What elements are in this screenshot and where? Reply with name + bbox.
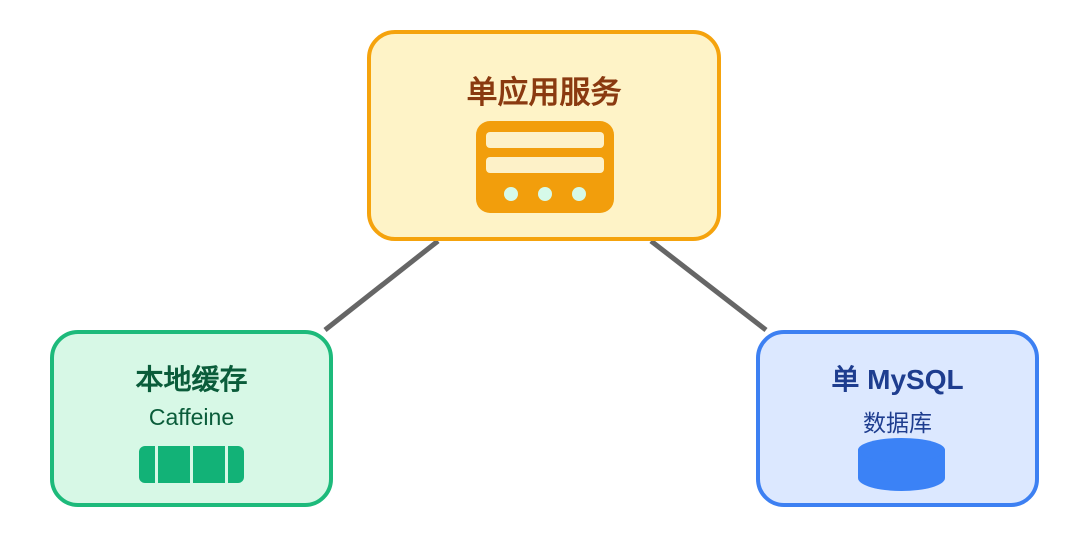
app-service-node: 单应用服务 xyxy=(367,30,721,241)
cache-bar-divider xyxy=(155,446,158,483)
cache-bar-divider xyxy=(190,446,193,483)
connector-app-to-cache xyxy=(323,239,440,332)
server-led xyxy=(504,187,518,201)
local-cache-node: 本地缓存 Caffeine xyxy=(50,330,333,507)
database-cylinder-top xyxy=(858,438,945,462)
mysql-db-subtitle: 数据库 xyxy=(863,410,932,436)
app-service-title: 单应用服务 xyxy=(466,75,622,110)
server-slot xyxy=(486,132,604,148)
mysql-db-title: 单 MySQL xyxy=(831,364,964,395)
local-cache-title: 本地缓存 xyxy=(135,364,248,395)
database-cylinder-icon xyxy=(858,438,945,491)
server-led xyxy=(572,187,586,201)
local-cache-subtitle: Caffeine xyxy=(148,404,235,430)
cache-bar-divider xyxy=(225,446,228,483)
connector-app-to-db xyxy=(649,239,768,332)
server-led xyxy=(538,187,552,201)
server-icon xyxy=(476,121,614,213)
cache-bar-icon xyxy=(139,446,244,483)
mysql-db-node: 单 MySQL 数据库 xyxy=(756,330,1039,507)
server-slot xyxy=(486,157,604,173)
